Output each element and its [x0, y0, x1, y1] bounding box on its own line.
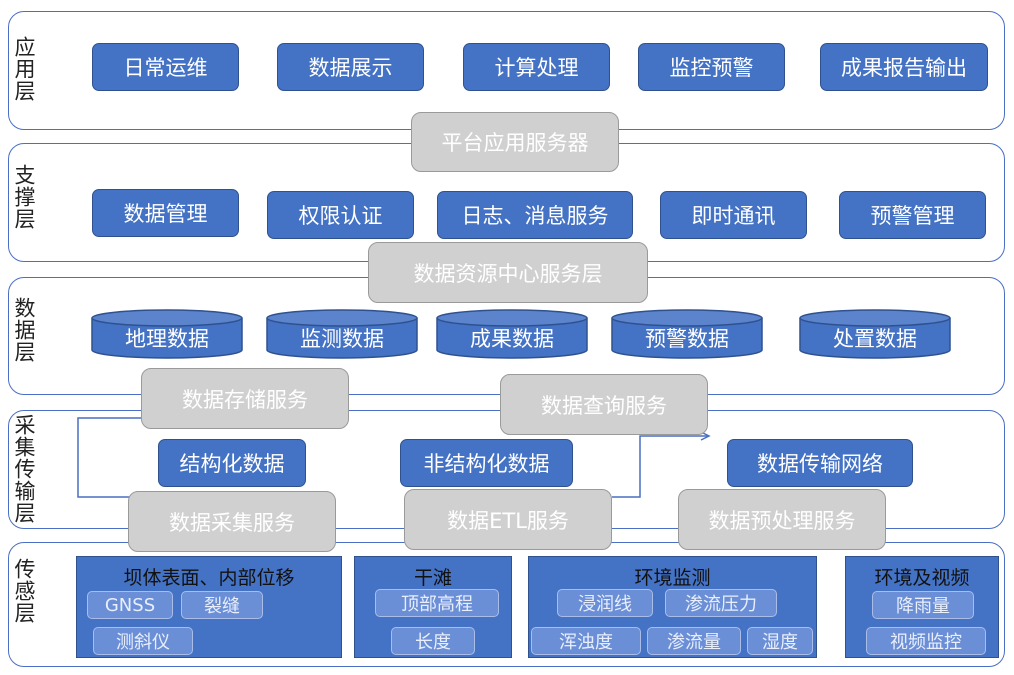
environment-sensor-group: 环境监测 浸润线 渗流压力 浑浊度 渗流量 湿度 — [528, 556, 817, 658]
daily-ops-module: 日常运维 — [92, 43, 239, 91]
cylinder-icon — [611, 309, 763, 359]
collection-layer-label: 采集传输层 — [12, 414, 36, 524]
data-display-module: 数据展示 — [277, 43, 424, 91]
sensor-group-title: 干滩 — [413, 567, 452, 589]
monitoring-warning-module: 监控预警 — [638, 43, 785, 91]
sensor-item-humidity: 湿度 — [747, 627, 813, 655]
cylinder-icon — [799, 309, 951, 359]
data-layer-label: 数据层 — [12, 297, 36, 363]
sensor-group-title: 环境监测 — [634, 567, 711, 589]
sensor-item-video-monitoring: 视频监控 — [866, 627, 986, 655]
support-layer-label: 支撑层 — [12, 164, 36, 230]
auth-module: 权限认证 — [267, 191, 414, 239]
structured-data-module: 结构化数据 — [158, 439, 306, 487]
unstructured-data-module: 非结构化数据 — [400, 439, 573, 487]
sensor-item-phreatic-line: 浸润线 — [557, 589, 653, 617]
dry-beach-sensor-group: 干滩 顶部高程 长度 — [354, 556, 512, 658]
sensor-item-length: 长度 — [391, 627, 475, 655]
monitoring-data-store: 监测数据 — [266, 309, 418, 359]
data-collection-service: 数据采集服务 — [128, 491, 336, 552]
data-query-service: 数据查询服务 — [500, 374, 708, 435]
disposal-data-store: 处置数据 — [799, 309, 951, 359]
warning-management-module: 预警管理 — [839, 191, 986, 239]
platform-app-server: 平台应用服务器 — [411, 112, 619, 172]
cylinder-icon — [266, 309, 418, 359]
sensor-item-inclinometer: 测斜仪 — [93, 627, 193, 655]
sensor-item-gnss: GNSS — [87, 591, 173, 619]
data-etl-service: 数据ETL服务 — [404, 489, 612, 550]
warning-data-store: 预警数据 — [611, 309, 763, 359]
data-resource-center-service: 数据资源中心服务层 — [368, 242, 648, 303]
env-video-sensor-group: 环境及视频 降雨量 视频监控 — [845, 556, 999, 658]
sensor-item-crack: 裂缝 — [181, 591, 263, 619]
cylinder-icon — [436, 309, 588, 359]
data-transmission-network-module: 数据传输网络 — [727, 439, 913, 487]
report-output-module: 成果报告输出 — [820, 43, 988, 91]
sensor-item-top-elevation: 顶部高程 — [375, 589, 499, 617]
displacement-sensor-group: 坝体表面、内部位移 GNSS 裂缝 测斜仪 — [76, 556, 342, 658]
instant-messaging-module: 即时通讯 — [660, 191, 807, 239]
log-message-module: 日志、消息服务 — [437, 191, 633, 239]
sensor-item-rainfall: 降雨量 — [872, 591, 974, 619]
sensor-group-title: 坝体表面、内部位移 — [123, 567, 295, 589]
sensor-item-seepage-flow: 渗流量 — [647, 627, 741, 655]
computation-module: 计算处理 — [463, 43, 610, 91]
geo-data-store: 地理数据 — [91, 309, 243, 359]
result-data-store: 成果数据 — [436, 309, 588, 359]
data-storage-service: 数据存储服务 — [141, 368, 349, 429]
cylinder-icon — [91, 309, 243, 359]
data-preprocess-service: 数据预处理服务 — [678, 489, 886, 550]
data-management-module: 数据管理 — [92, 189, 239, 237]
sensor-item-seepage-pressure: 渗流压力 — [665, 589, 777, 617]
sensor-group-title: 环境及视频 — [874, 567, 970, 589]
sensing-layer-label: 传感层 — [12, 558, 36, 624]
application-layer-label: 应用层 — [12, 36, 36, 102]
sensor-item-turbidity: 浑浊度 — [531, 627, 641, 655]
